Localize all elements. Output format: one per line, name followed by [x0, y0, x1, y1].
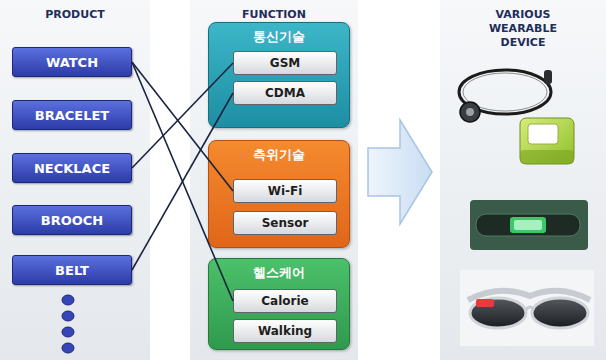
- product-label: NECKLACE: [34, 161, 110, 176]
- dots: [62, 295, 74, 353]
- function-item: Walking: [233, 319, 337, 343]
- group-heading: 통신기술: [209, 23, 349, 46]
- function-item: CDMA: [233, 81, 337, 105]
- group-heading: 헬스케어: [209, 259, 349, 282]
- product-label: BRACELET: [35, 108, 109, 123]
- clip-device-photo: [520, 118, 574, 164]
- function-label: Walking: [258, 324, 312, 338]
- product-box: BRACELET: [12, 100, 132, 130]
- connector-line: [132, 62, 233, 301]
- band-photo: [470, 200, 588, 250]
- function-label: Calorie: [261, 294, 308, 308]
- function-group: 헬스케어 CalorieWalking: [208, 258, 350, 350]
- glasses-photo: [460, 270, 594, 346]
- product-box: NECKLACE: [12, 153, 132, 183]
- column-heading: PRODUCT: [0, 0, 150, 22]
- column-heading: FUNCTION: [190, 0, 358, 22]
- column-panel: VARIOUS WEARABLE DEVICE: [440, 0, 606, 360]
- function-group: 측위기술 Wi-FiSensor: [208, 140, 350, 248]
- function-label: CDMA: [265, 86, 305, 100]
- function-item: Wi-Fi: [233, 179, 337, 203]
- function-group: 통신기술 GSM CDMA: [208, 22, 350, 128]
- flow-arrow: [368, 120, 432, 224]
- product-label: BROOCH: [41, 213, 103, 228]
- function-item: Calorie: [233, 289, 337, 313]
- column-panel: PRODUCT WATCH BRACELET NECKLACE BROOCH BELT: [0, 0, 150, 360]
- product-label: BELT: [55, 263, 89, 278]
- group-heading: 측위기술: [209, 141, 349, 164]
- headset-photo: [459, 70, 552, 122]
- product-box: WATCH: [12, 47, 132, 77]
- product-label: WATCH: [46, 55, 98, 70]
- function-label: GSM: [270, 56, 300, 70]
- column-heading: VARIOUS WEARABLE DEVICE: [481, 0, 565, 49]
- column-panel: FUNCTION통신기술 GSM CDMA 측위기술 Wi-FiSensor 헬스케어 Ca…: [190, 0, 358, 360]
- product-box: BELT: [12, 255, 132, 285]
- connector-line: [132, 63, 233, 168]
- product-box: BROOCH: [12, 205, 132, 235]
- function-label: Sensor: [262, 216, 309, 230]
- connector-line: [132, 93, 233, 270]
- function-item: Sensor: [233, 211, 337, 235]
- function-item: GSM: [233, 51, 337, 75]
- connector-line: [132, 62, 233, 191]
- function-label: Wi-Fi: [268, 184, 303, 198]
